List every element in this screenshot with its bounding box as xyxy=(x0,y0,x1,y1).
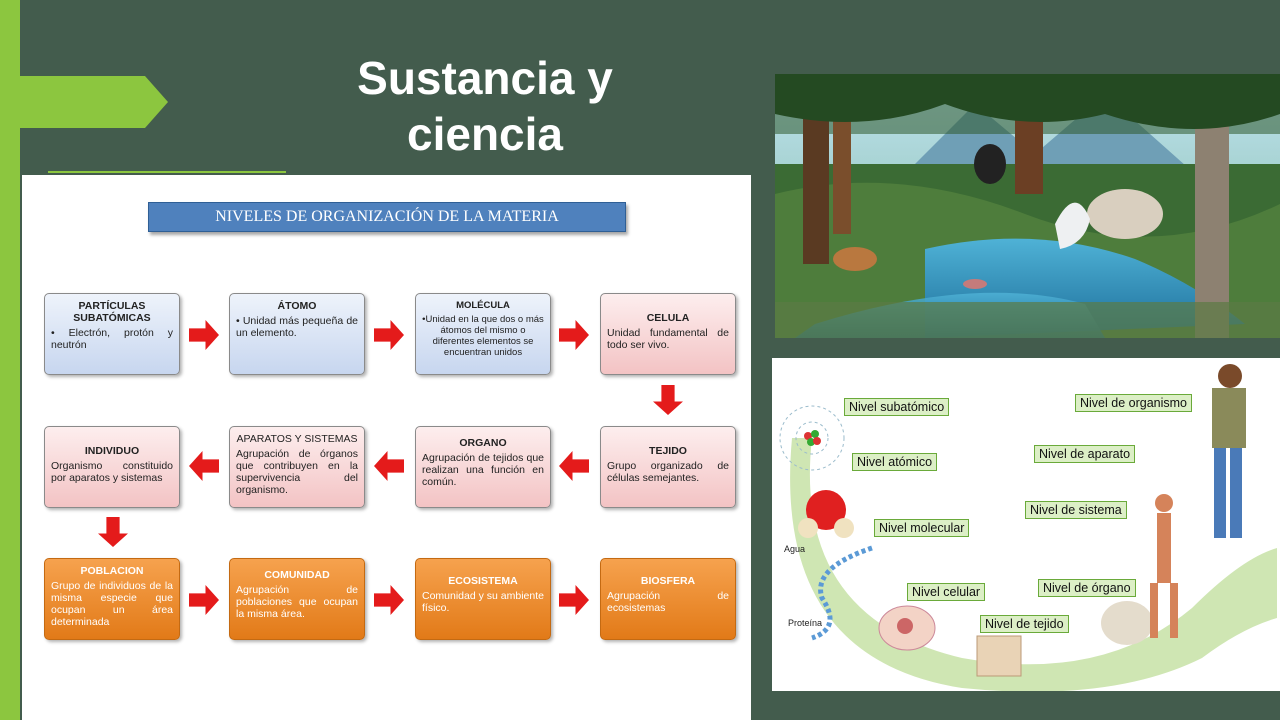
box-title: BIOSFERA xyxy=(640,575,696,587)
box-atomo: ÁTOMO • Unidad más pequeña de un element… xyxy=(229,293,365,375)
arrow-left-icon xyxy=(374,451,404,481)
box-text: Agrupación de poblaciones que ocupan la … xyxy=(236,584,358,620)
arrow-down-icon xyxy=(98,517,128,547)
box-text: • Unidad más pequeña de un elemento. xyxy=(236,315,358,339)
box-organo: ORGANO Agrupación de tejidos que realiza… xyxy=(415,426,551,508)
arrow-right-icon xyxy=(559,585,589,615)
label-nivel-celular: Nivel celular xyxy=(907,583,986,601)
label-nivel-de-sistema: Nivel de sistema xyxy=(1025,501,1127,519)
box-text: Comunidad y su ambiente físico. xyxy=(422,590,544,614)
box-title: PARTÍCULAS SUBATÓMICAS xyxy=(73,300,151,324)
box-text: •Unidad en la que dos o más átomos del m… xyxy=(422,314,544,358)
label-nivel-atomico: Nivel atómico xyxy=(852,453,938,471)
box-particulas-subatomicas: PARTÍCULAS SUBATÓMICAS • Electrón, protó… xyxy=(44,293,180,375)
label-nivel-molecular: Nivel molecular xyxy=(874,519,970,537)
box-title: ECOSISTEMA xyxy=(448,575,518,587)
box-title: TEJIDO xyxy=(649,445,687,457)
box-individuo: INDIVIDUO Organismo constituido por apar… xyxy=(44,426,180,508)
label-nivel-subatomico: Nivel subatómico xyxy=(844,398,950,416)
box-text: • Electrón, protón y neutrón xyxy=(51,327,173,351)
box-title: APARATOS Y SISTEMAS xyxy=(236,433,358,445)
accent-arrow-shape xyxy=(0,76,168,128)
slide-title: Sustancia y ciencia xyxy=(357,52,613,160)
arrow-right-icon xyxy=(559,320,589,350)
box-celula: CELULA Unidad fundamental de todo ser vi… xyxy=(600,293,736,375)
arrow-right-icon xyxy=(374,320,404,350)
caption-proteina: Proteína xyxy=(788,618,823,628)
accent-bar xyxy=(0,0,20,720)
box-text: Unidad fundamental de todo ser vivo. xyxy=(607,327,729,351)
box-text: Agrupación de órganos que contribuyen en… xyxy=(236,448,358,496)
arrow-right-icon xyxy=(374,585,404,615)
arrow-right-icon xyxy=(189,320,219,350)
box-text: Grupo organizado de células semejantes. xyxy=(607,460,729,484)
box-aparatos-y-sistemas: APARATOS Y SISTEMAS Agrupación de órgano… xyxy=(229,426,365,508)
label-nivel-de-organo: Nivel de órgano xyxy=(1038,579,1136,597)
levels-of-organization-image: Nivel subatómico Nivel atómico Nivel mol… xyxy=(772,358,1280,691)
caption-agua: Agua xyxy=(784,544,806,554)
box-tejido: TEJIDO Grupo organizado de células semej… xyxy=(600,426,736,508)
arrow-right-icon xyxy=(189,585,219,615)
box-text: Grupo de individuos de la misma especie … xyxy=(51,580,173,628)
label-nivel-de-aparato: Nivel de aparato xyxy=(1034,445,1136,463)
box-title: MOLÉCULA xyxy=(456,300,510,311)
arrow-left-icon xyxy=(189,451,219,481)
box-title: POBLACION xyxy=(80,565,144,577)
forest-ecosystem-image xyxy=(775,74,1280,338)
box-text: Organismo constituido por aparatos y sis… xyxy=(51,460,173,484)
label-nivel-de-organismo: Nivel de organismo xyxy=(1075,394,1192,412)
box-title: ÁTOMO xyxy=(277,300,317,312)
box-text: Agrupación de tejidos que realizan una f… xyxy=(422,452,544,488)
box-title: COMUNIDAD xyxy=(264,569,330,581)
organization-diagram: NIVELES DE ORGANIZACIÓN DE LA MATERIA PA… xyxy=(22,175,751,720)
box-poblacion: POBLACION Grupo de individuos de la mism… xyxy=(44,558,180,640)
accent-line xyxy=(48,171,286,173)
box-biosfera: BIOSFERA Agrupación de ecosistemas xyxy=(600,558,736,640)
box-title: INDIVIDUO xyxy=(84,445,140,457)
box-molecula: MOLÉCULA •Unidad en la que dos o más áto… xyxy=(415,293,551,375)
box-comunidad: COMUNIDAD Agrupación de poblaciones que … xyxy=(229,558,365,640)
arrow-left-icon xyxy=(559,451,589,481)
diagram-heading: NIVELES DE ORGANIZACIÓN DE LA MATERIA xyxy=(148,202,626,232)
arrow-down-icon xyxy=(653,385,683,415)
label-nivel-de-tejido: Nivel de tejido xyxy=(980,615,1069,633)
box-title: CELULA xyxy=(646,312,690,324)
box-title: ORGANO xyxy=(459,437,507,449)
box-ecosistema: ECOSISTEMA Comunidad y su ambiente físic… xyxy=(415,558,551,640)
box-text: Agrupación de ecosistemas xyxy=(607,590,729,614)
